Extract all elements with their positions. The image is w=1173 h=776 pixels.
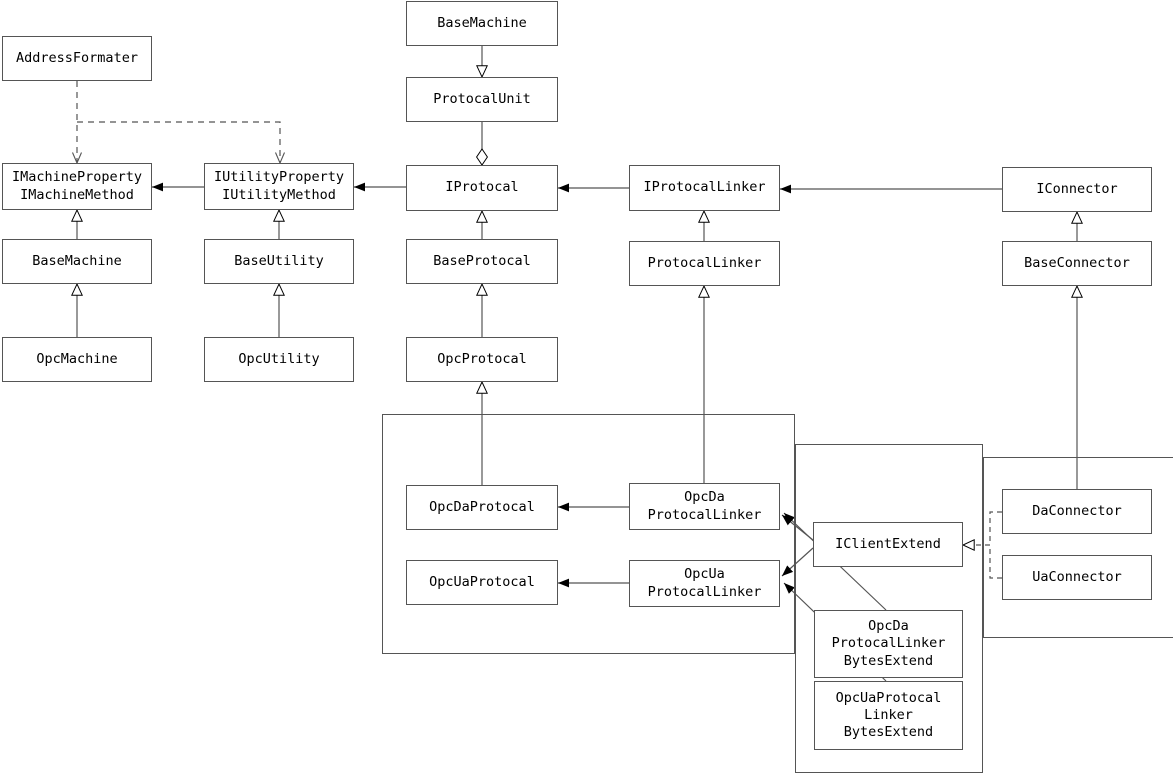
class-box-opcuaprotocal[interactable]: OpcUaProtocal	[406, 560, 558, 605]
class-box-iclientextend[interactable]: IClientExtend	[813, 522, 963, 567]
group-connector	[983, 457, 1173, 638]
class-box-basemachine-left[interactable]: BaseMachine	[2, 239, 152, 284]
class-box-opcutility[interactable]: OpcUtility	[204, 337, 354, 382]
group-protocal	[382, 414, 795, 654]
class-box-opcdaprotocal[interactable]: OpcDaProtocal	[406, 485, 558, 530]
class-box-daconnector[interactable]: DaConnector	[1002, 489, 1152, 534]
class-box-baseconnector[interactable]: BaseConnector	[1002, 241, 1152, 286]
class-box-baseprotocal[interactable]: BaseProtocal	[406, 239, 558, 284]
class-box-uaconnector[interactable]: UaConnector	[1002, 555, 1152, 600]
class-box-iutilityproperty[interactable]: IUtilityProperty IUtilityMethod	[204, 163, 354, 210]
class-box-protocalunit[interactable]: ProtocalUnit	[406, 77, 558, 122]
class-box-opcdaprotocallinkerbytesextend[interactable]: OpcDa ProtocalLinker BytesExtend	[814, 610, 963, 678]
class-box-iconnector[interactable]: IConnector	[1002, 167, 1152, 212]
class-box-baseutility[interactable]: BaseUtility	[204, 239, 354, 284]
class-box-addressformater[interactable]: AddressFormater	[2, 36, 152, 81]
class-box-protocallinker[interactable]: ProtocalLinker	[629, 241, 780, 286]
class-box-opcuaprotocallinker[interactable]: OpcUa ProtocalLinker	[629, 560, 780, 607]
class-box-iprotocal[interactable]: IProtocal	[406, 165, 558, 211]
edge-addressformater-branch	[77, 121, 286, 165]
class-box-opcdaprotocallinker[interactable]: OpcDa ProtocalLinker	[629, 483, 780, 530]
class-box-opcmachine[interactable]: OpcMachine	[2, 337, 152, 382]
class-box-opcprotocal[interactable]: OpcProtocal	[406, 337, 558, 382]
class-box-iprotocallinker[interactable]: IProtocalLinker	[629, 165, 780, 211]
class-box-imachineproperty[interactable]: IMachineProperty IMachineMethod	[2, 163, 152, 210]
class-box-basemachine-top[interactable]: BaseMachine	[406, 1, 558, 46]
class-box-opcuaprotocallinkerbytesextend[interactable]: OpcUaProtocal Linker BytesExtend	[814, 681, 963, 750]
